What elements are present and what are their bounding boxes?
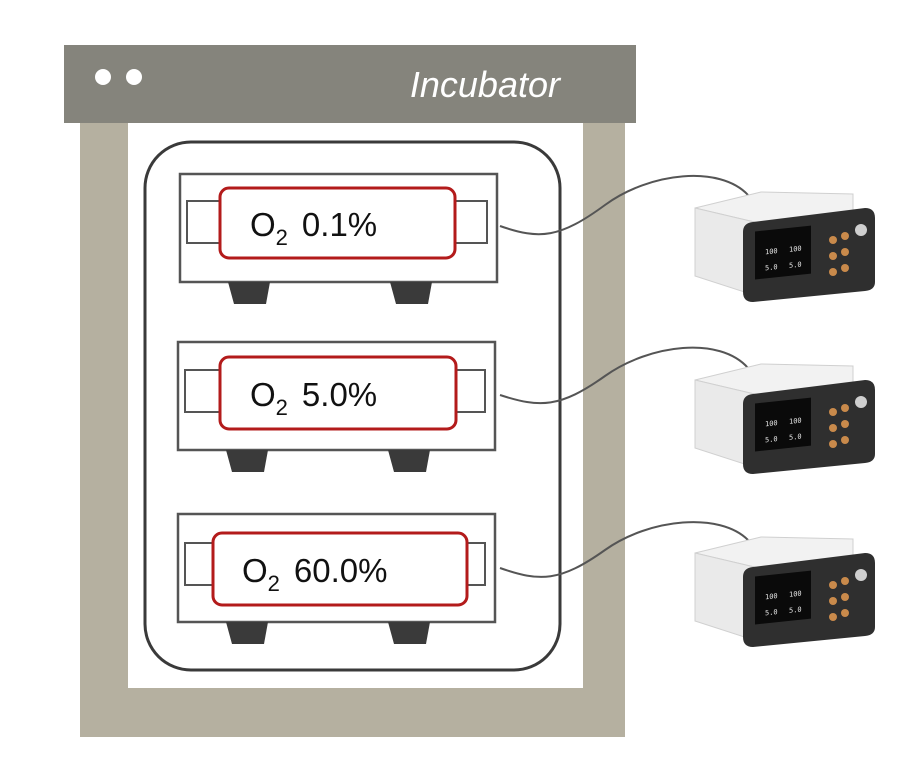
lcd-co2-setpoint: 5.0: [789, 260, 802, 270]
lcd-o2-reading: 100: [765, 418, 778, 428]
chamber-foot: [228, 282, 270, 304]
connector-port-icon: [841, 264, 849, 272]
incubator-title-bar: [64, 45, 636, 123]
window-dot-icon: [126, 69, 142, 85]
connector-port-icon: [841, 420, 849, 428]
gas-symbol: O: [242, 552, 268, 589]
connector-port-icon: [829, 613, 837, 621]
gas-subscript: 2: [276, 395, 288, 420]
connector-port-icon: [841, 404, 849, 412]
connector-port-icon: [841, 248, 849, 256]
inner-rack: [143, 140, 562, 672]
chamber: O2 0.1%: [178, 172, 499, 304]
chamber-outline: [218, 186, 457, 260]
lcd-co2-reading: 5.0: [765, 607, 778, 617]
lcd-co2-reading: 5.0: [765, 434, 778, 444]
o2-value: 5.0%: [302, 376, 377, 413]
connector-port-icon: [829, 236, 837, 244]
controller-screen: [755, 570, 811, 625]
o2-label: O2 0.1%: [250, 206, 377, 250]
gas-symbol: O: [250, 376, 276, 413]
connector-port-icon: [829, 252, 837, 260]
lcd-co2-setpoint: 5.0: [789, 432, 802, 442]
incubator-title: Incubator: [410, 64, 562, 105]
o2-label: O2 60.0%: [242, 552, 388, 596]
lcd-o2-setpoint: 100: [789, 244, 802, 254]
chamber: O2 60.0%: [176, 512, 497, 644]
power-knob-icon: [855, 569, 867, 581]
connector-port-icon: [841, 232, 849, 240]
connector-port-icon: [829, 597, 837, 605]
o2-label: O2 5.0%: [250, 376, 377, 420]
cable: [499, 521, 749, 578]
lcd-o2-reading: 100: [765, 591, 778, 601]
gas-controller: 100 100 5.0 5.0: [694, 536, 875, 647]
cable: [499, 346, 749, 405]
controller-screen: [755, 225, 811, 280]
o2-value: 60.0%: [294, 552, 388, 589]
chamber-foot: [226, 622, 268, 644]
connector-port-icon: [829, 440, 837, 448]
gas-subscript: 2: [268, 571, 280, 596]
chamber-foot: [226, 450, 268, 472]
chamber-foot: [388, 450, 430, 472]
connector-port-icon: [829, 268, 837, 276]
cable: [499, 175, 749, 236]
gas-controller: 100 100 5.0 5.0: [694, 363, 875, 474]
connector-port-icon: [841, 609, 849, 617]
chamber-outline: [211, 531, 469, 607]
lcd-co2-reading: 5.0: [765, 262, 778, 272]
chamber-outline: [218, 355, 458, 431]
connector-port-icon: [829, 424, 837, 432]
lcd-o2-reading: 100: [765, 246, 778, 256]
window-dot-icon: [95, 69, 111, 85]
gas-symbol: O: [250, 206, 276, 243]
lcd-o2-setpoint: 100: [789, 416, 802, 426]
chamber-foot: [388, 622, 430, 644]
connector-port-icon: [841, 593, 849, 601]
gas-subscript: 2: [276, 225, 288, 250]
o2-value: 0.1%: [302, 206, 377, 243]
power-knob-icon: [855, 396, 867, 408]
power-knob-icon: [855, 224, 867, 236]
controller-screen: [755, 397, 811, 452]
connector-port-icon: [829, 408, 837, 416]
cables: [499, 175, 749, 578]
connector-port-icon: [841, 436, 849, 444]
connector-port-icon: [829, 581, 837, 589]
chamber-foot: [390, 282, 432, 304]
gas-controller: 100 100 5.0 5.0: [694, 191, 875, 302]
lcd-o2-setpoint: 100: [789, 589, 802, 599]
connector-port-icon: [841, 577, 849, 585]
lcd-co2-setpoint: 5.0: [789, 605, 802, 615]
chamber: O2 5.0%: [176, 340, 497, 472]
